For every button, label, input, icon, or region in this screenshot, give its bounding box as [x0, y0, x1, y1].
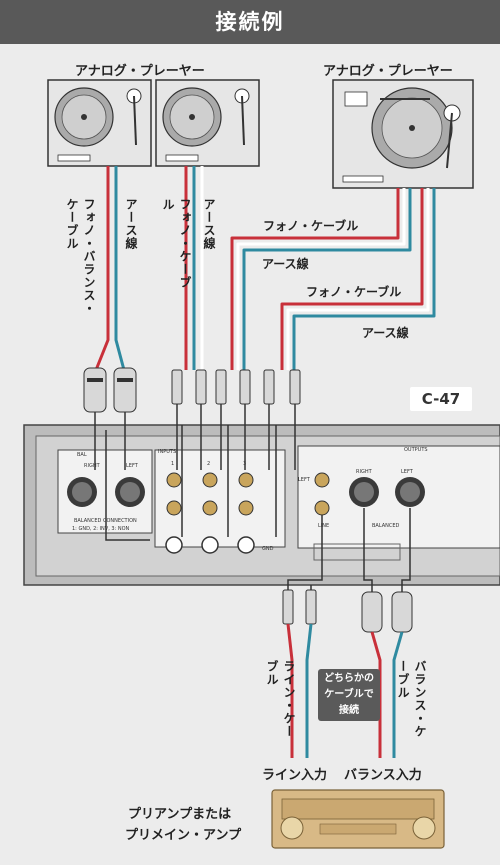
amplifier [271, 789, 445, 849]
cable-label-earth-3: アース線 [262, 257, 309, 271]
panel-in1: 1 [171, 461, 175, 467]
panel-bal-label: BAL [77, 452, 87, 458]
turntable-label-right: アナログ・プレーヤー [323, 64, 453, 79]
panel-wires [94, 404, 296, 541]
panel-inputs-label: INPUTS [158, 449, 177, 455]
note-line-2: ケーブルで [324, 689, 374, 700]
panel-line-label: LINE [318, 523, 330, 529]
cable-label-phono-3: フォノ・ケーブル [306, 285, 402, 299]
amp-label-line-2: プリメイン・アンプ [125, 828, 242, 843]
model-badge: C-47 [410, 387, 472, 411]
cable-label-phono-1: フォノ・ケーブル [161, 198, 192, 289]
panel-outputs-label: OUTPUTS [404, 447, 428, 453]
panel-out-right: RIGHT [356, 469, 372, 475]
either-cable-note: どちらかの ケーブルで 接続 [318, 669, 380, 721]
panel-balanced-connection: BALANCED CONNECTION [74, 518, 137, 524]
cable-label-line: ライン・ケーブル [265, 660, 296, 738]
balance-input-label: バランス入力 [344, 768, 422, 783]
note-line-3: 接続 [339, 705, 359, 716]
cable-label-earth-2: アース線 [202, 198, 216, 250]
cable-bundle-1 [94, 166, 126, 371]
turntable-1 [47, 79, 152, 167]
turntable-3 [332, 79, 474, 189]
panel-in2: 2 [207, 461, 211, 467]
panel-bal-pins: 1: GND, 2: INV, 3: NON [72, 526, 130, 532]
output-cables [286, 623, 404, 758]
rca-plugs [171, 369, 301, 405]
page-title: 接続例 [0, 0, 500, 44]
panel-in3: 3 [243, 461, 247, 467]
cable-label-earth-4: アース線 [362, 326, 409, 340]
panel-out-left-2: LEFT [401, 469, 413, 475]
turntable-label-left: アナログ・プレーヤー [75, 64, 205, 79]
c47-rear-panel [23, 424, 500, 586]
cable-label-phono-2: フォノ・ケーブル [263, 219, 359, 233]
panel-out-left: LEFT [298, 477, 310, 483]
panel-gnd-label: GND [262, 546, 274, 552]
cable-bundle-3 [230, 188, 436, 370]
cable-label-balance: バランス・ケーブル [396, 660, 427, 738]
line-input-label: ライン入力 [262, 768, 328, 783]
panel-right-label: RIGHT [84, 463, 100, 469]
output-plugs [282, 508, 413, 633]
note-line-1: どちらかの [324, 673, 374, 684]
panel-left-label: LEFT [126, 463, 138, 469]
cable-bundle-2 [184, 166, 204, 370]
panel-balanced-label: BALANCED [372, 523, 400, 529]
cable-label-earth-1: アース線 [124, 198, 138, 250]
xlr-plugs [83, 367, 137, 413]
cable-label-phono-balance: フォノ・バランス・ケーブル [65, 198, 96, 315]
turntable-2 [155, 79, 260, 167]
amp-label-line-1: プリアンプまたは [128, 807, 232, 822]
